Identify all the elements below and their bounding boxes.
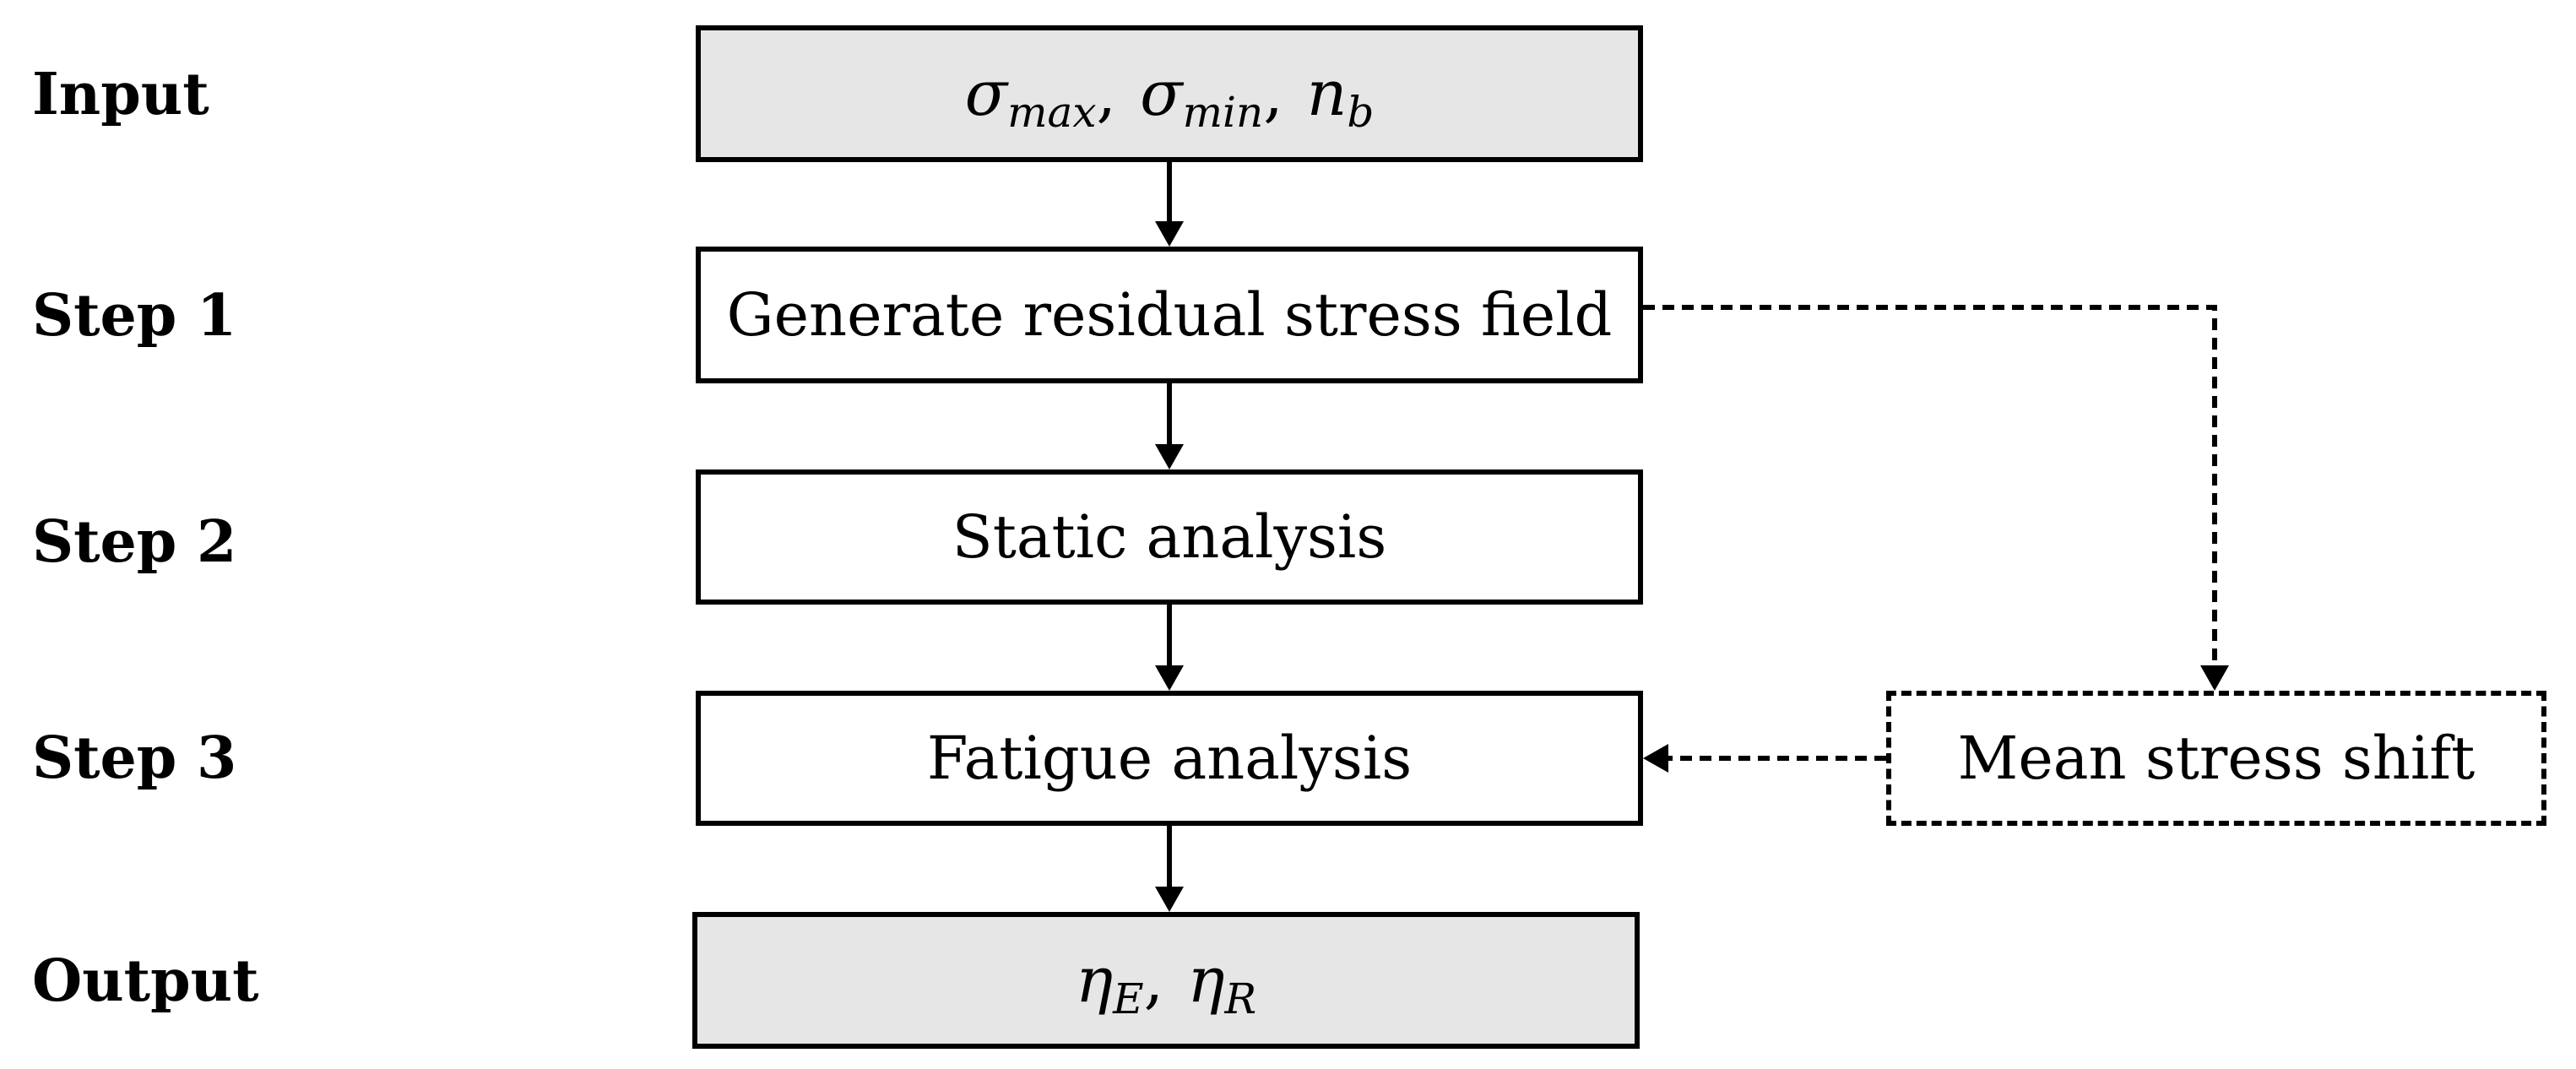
row-label-step2: Step 2 [32,508,237,576]
max-subscript: max [1007,88,1097,137]
input-formula: σmax,σmin,nb [964,57,1375,133]
comma-separator: , [1096,57,1117,130]
row-label-input: Input [32,61,209,128]
comma-separator: , [1263,57,1283,130]
row-label-step3: Step 3 [32,724,237,792]
sigma-max-symbol: σ [964,57,1008,130]
mean-stress-shift-box: Mean stress shift [1886,691,2546,826]
dashed-arrow-mean-stress-shift-to-step3 [1643,744,1886,773]
dashed-arrow-step1-to-mean-stress-shift [1643,305,2229,691]
mean-stress-shift-text: Mean stress shift [1957,724,2476,793]
arrow-input-to-step1 [1155,162,1184,247]
e-subscript: E [1113,974,1144,1023]
n-symbol: n [1306,57,1348,130]
step1-text: Generate residual stress field [726,280,1613,350]
row-label-step1: Step 1 [32,282,237,350]
eta-e-symbol: η [1075,944,1114,1017]
step1-box: Generate residual stress field [696,247,1643,383]
output-formula: ηE,ηR [1075,944,1256,1020]
arrow-step3-to-output [1155,826,1184,912]
arrow-step2-to-step3 [1155,605,1184,691]
eta-r-symbol: η [1187,944,1225,1017]
b-subscript: b [1347,88,1375,137]
comma-separator: , [1143,944,1164,1017]
row-label-output: Output [32,947,259,1015]
sigma-min-symbol: σ [1140,57,1183,130]
min-subscript: min [1182,88,1264,137]
r-subscript: R [1224,974,1257,1023]
arrow-step1-to-step2 [1155,383,1184,469]
step3-text: Fatigue analysis [926,724,1413,793]
step2-text: Static analysis [952,502,1387,572]
output-box: ηE,ηR [692,912,1640,1049]
input-box: σmax,σmin,nb [696,25,1643,162]
step2-box: Static analysis [696,469,1643,605]
step3-box: Fatigue analysis [696,691,1643,826]
